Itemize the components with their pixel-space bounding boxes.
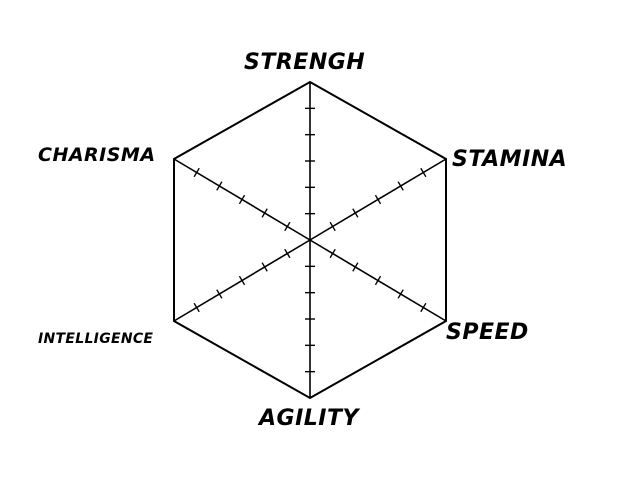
label-intelligence: INTELLIGENCE [38,331,154,347]
tick-intelligence-5 [193,302,200,313]
label-agility: AGILITY [259,406,359,431]
tick-stamina-2 [352,208,359,218]
label-speed: SPEED [446,320,529,345]
label-charisma: CHARISMA [38,144,156,166]
tick-stamina-1 [329,221,336,232]
label-strength: STRENGH [244,50,366,75]
tick-stamina-3 [374,194,382,205]
tick-charisma-1 [284,221,291,232]
tick-stamina-4 [397,181,404,191]
tick-charisma-4 [216,181,223,191]
tick-intelligence-4 [216,289,223,299]
tick-charisma-5 [193,167,200,178]
tick-stamina-5 [420,167,427,178]
tick-intelligence-2 [261,262,268,272]
tick-speed-4 [397,289,404,299]
tick-intelligence-3 [238,275,246,286]
tick-speed-1 [329,248,336,259]
tick-intelligence-1 [284,248,291,259]
tick-speed-5 [420,302,427,313]
tick-charisma-3 [238,194,246,205]
tick-speed-2 [352,262,359,272]
tick-speed-3 [374,275,382,286]
tick-charisma-2 [261,208,268,218]
label-stamina: STAMINA [452,147,568,172]
